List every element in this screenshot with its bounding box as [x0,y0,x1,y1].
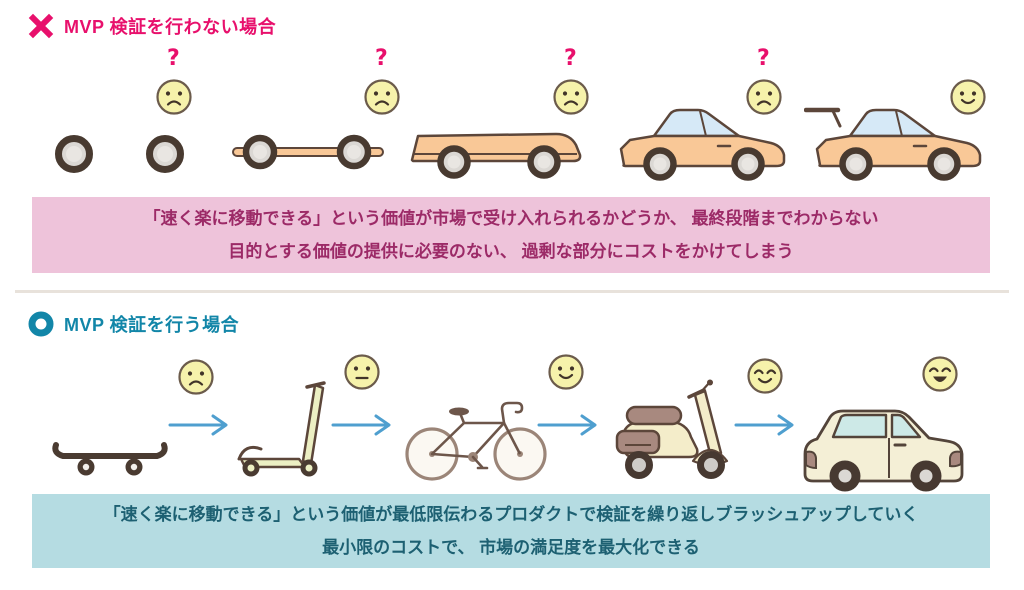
sad-face-icon [553,79,589,115]
smile-face-icon [950,79,986,115]
arrow-right-icon [331,414,391,436]
wheel-icon [146,135,184,173]
section-no-mvp-header: MVP 検証を行わない場合 [28,13,276,39]
x-mark-icon [28,13,54,39]
section-mvp-title: MVP 検証を行う場合 [64,315,240,335]
happy-face-icon [747,358,783,394]
arrow-right-icon [734,414,794,436]
arrow-right-icon [168,414,228,436]
car-icon [803,409,964,492]
section-mvp-header: MVP 検証を行う場合 [28,311,239,337]
sad-face-icon [746,79,782,115]
skateboard-icon [52,442,168,476]
no-mvp-summary-banner: 「速く楽に移動できる」という価値が市場で受け入れられるかどうか、 最終段階までわ… [32,197,990,273]
sad-face-icon [364,79,400,115]
question-mark: ? [375,46,388,71]
sports-car-with-spoiler-icon [804,107,982,181]
question-mark: ? [564,46,577,71]
mvp-banner-line1: 「速く楽に移動できる」という価値が最低限伝わるプロダクトで検証を繰り返しブラッシ… [103,505,919,524]
circle-icon [28,311,54,337]
sad-face-icon [156,79,192,115]
bicycle-icon [405,401,547,481]
no-mvp-banner-line2: 目的とする価値の提供に必要のない、 過剰な部分にコストをかけてしまう [228,242,794,261]
motor-scooter-icon [615,379,729,479]
mvp-banner-line2: 最小限のコストで、 市場の満足度を最大化できる [322,538,700,557]
question-mark: ? [167,46,180,71]
sad-face-icon [178,359,214,395]
arrow-right-icon [537,414,597,436]
no-mvp-banner-line1: 「速く楽に移動できる」という価値が市場で受け入れられるかどうか、 最終段階までわ… [143,209,879,228]
neutral-face-icon [344,354,380,390]
question-mark: ? [757,46,770,71]
section-divider [15,290,1009,293]
car-body-icon [410,132,582,179]
smile-face-icon [548,354,584,390]
sports-car-icon [619,108,786,181]
chassis-axle-icon [232,134,384,170]
kick-scooter-icon [237,381,326,477]
section-no-mvp-title: MVP 検証を行わない場合 [64,17,277,37]
wheel-icon [55,135,93,173]
laugh-face-icon [922,356,958,392]
mvp-summary-banner: 「速く楽に移動できる」という価値が最低限伝わるプロダクトで検証を繰り返しブラッシ… [32,494,990,568]
